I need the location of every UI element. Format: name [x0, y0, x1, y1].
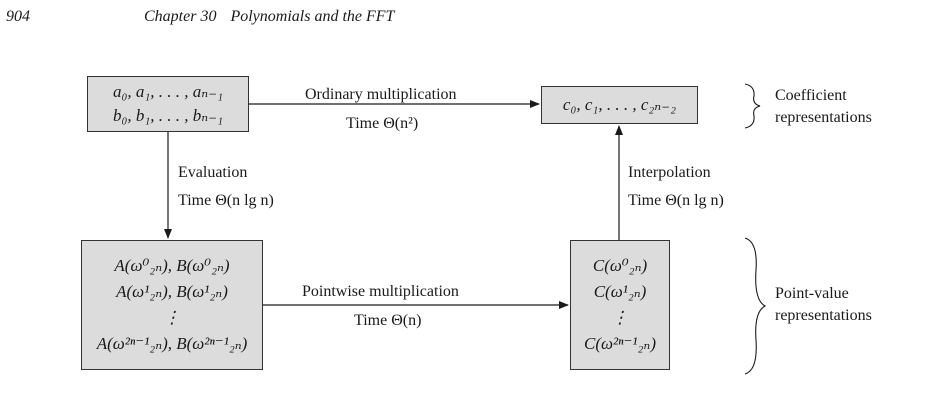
point-value-word: Point-value — [775, 285, 849, 302]
running-head: Chapter 30 Polynomials and the FFT — [144, 8, 394, 26]
chapter-label: Chapter 30 — [144, 8, 217, 25]
point-value-row: A(ω⁰₂ₙ), B(ω⁰₂ₙ) — [114, 256, 230, 275]
point-value-representations-label: Point-value representations — [775, 283, 872, 327]
coefficients-b: b₀, b₁, . . . , bₙ₋₁ — [112, 106, 224, 125]
representations-word: representations — [775, 109, 872, 126]
point-value-row: C(ω²ⁿ⁻¹₂ₙ) — [584, 334, 656, 353]
coefficients-c: c₀, c₁, . . . , c₂ₙ₋₂ — [562, 95, 677, 114]
ordinary-multiplication-time: Time Θ(n²) — [346, 115, 419, 132]
point-value-row: C(ω¹₂ₙ) — [593, 282, 647, 301]
coefficient-input-box: a₀, a₁, . . . , aₙ₋₁ b₀, b₁, . . . , bₙ₋… — [87, 76, 249, 132]
vertical-ellipsis: ⋮ — [163, 308, 181, 327]
ordinary-multiplication-label: Ordinary multiplication — [305, 86, 457, 103]
point-value-brace — [744, 237, 767, 375]
evaluation-label: Evaluation — [178, 164, 248, 181]
coefficient-brace — [744, 83, 761, 129]
coefficient-output-box: c₀, c₁, . . . , c₂ₙ₋₂ — [541, 86, 698, 124]
pointwise-multiplication-time: Time Θ(n) — [354, 312, 422, 329]
point-value-row: A(ω¹₂ₙ), B(ω¹₂ₙ) — [116, 282, 228, 301]
point-value-output-box: C(ω⁰₂ₙ) C(ω¹₂ₙ) ⋮ C(ω²ⁿ⁻¹₂ₙ) — [570, 240, 670, 370]
coefficients-a: a₀, a₁, . . . , aₙ₋₁ — [112, 82, 224, 101]
coefficient-word: Coefficient — [775, 87, 847, 104]
evaluation-time: Time Θ(n lg n) — [178, 192, 274, 209]
vertical-ellipsis: ⋮ — [611, 308, 629, 327]
interpolation-time: Time Θ(n lg n) — [628, 192, 724, 209]
coefficient-representations-label: Coefficient representations — [775, 85, 872, 129]
point-value-row: A(ω²ⁿ⁻¹₂ₙ), B(ω²ⁿ⁻¹₂ₙ) — [96, 334, 248, 353]
chapter-title: Polynomials and the FFT — [230, 8, 395, 25]
representations-word: representations — [775, 307, 872, 324]
pointwise-multiplication-label: Pointwise multiplication — [302, 283, 459, 300]
point-value-input-box: A(ω⁰₂ₙ), B(ω⁰₂ₙ) A(ω¹₂ₙ), B(ω¹₂ₙ) ⋮ A(ω²… — [81, 240, 263, 370]
point-value-row: C(ω⁰₂ₙ) — [592, 256, 648, 275]
interpolation-label: Interpolation — [628, 164, 711, 181]
page-number: 904 — [6, 8, 30, 25]
